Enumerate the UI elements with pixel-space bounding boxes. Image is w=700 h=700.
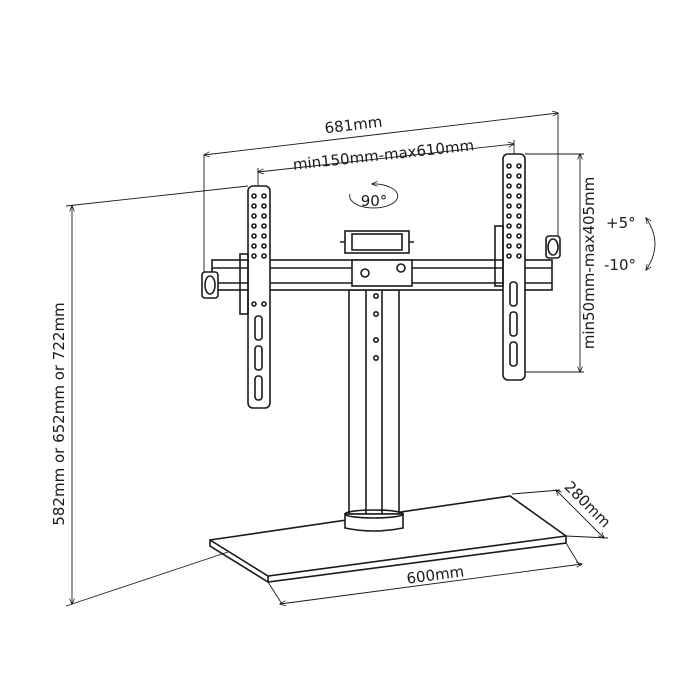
tilt-arrow-icon xyxy=(646,218,656,270)
label-base-width: 600mm xyxy=(405,562,465,587)
dim-overall-height xyxy=(65,185,249,607)
label-tilt-down: -10° xyxy=(604,256,636,274)
dim-vesa-width xyxy=(258,140,514,186)
left-arm-holes xyxy=(251,193,267,307)
swivel-head xyxy=(340,230,414,254)
left-vesa-arm xyxy=(239,185,271,409)
column xyxy=(344,281,404,532)
rotation-arrow-icon xyxy=(349,184,399,209)
label-tilt-up: +5° xyxy=(606,214,636,232)
label-vesa-width: min150mm-max610mm xyxy=(292,136,475,174)
label-height-options: 582mm or 652mm or 722mm xyxy=(50,302,68,525)
dim-vesa-height xyxy=(525,154,584,372)
dim-base-depth xyxy=(511,490,609,538)
right-vesa-arm xyxy=(494,153,526,381)
label-rotation: 90° xyxy=(361,192,388,210)
dim-base-width xyxy=(267,542,582,604)
label-vesa-height: min50mm-max405mm xyxy=(580,177,598,350)
label-overall-width: 681mm xyxy=(324,113,384,138)
label-base-depth: 280mm xyxy=(561,478,615,532)
